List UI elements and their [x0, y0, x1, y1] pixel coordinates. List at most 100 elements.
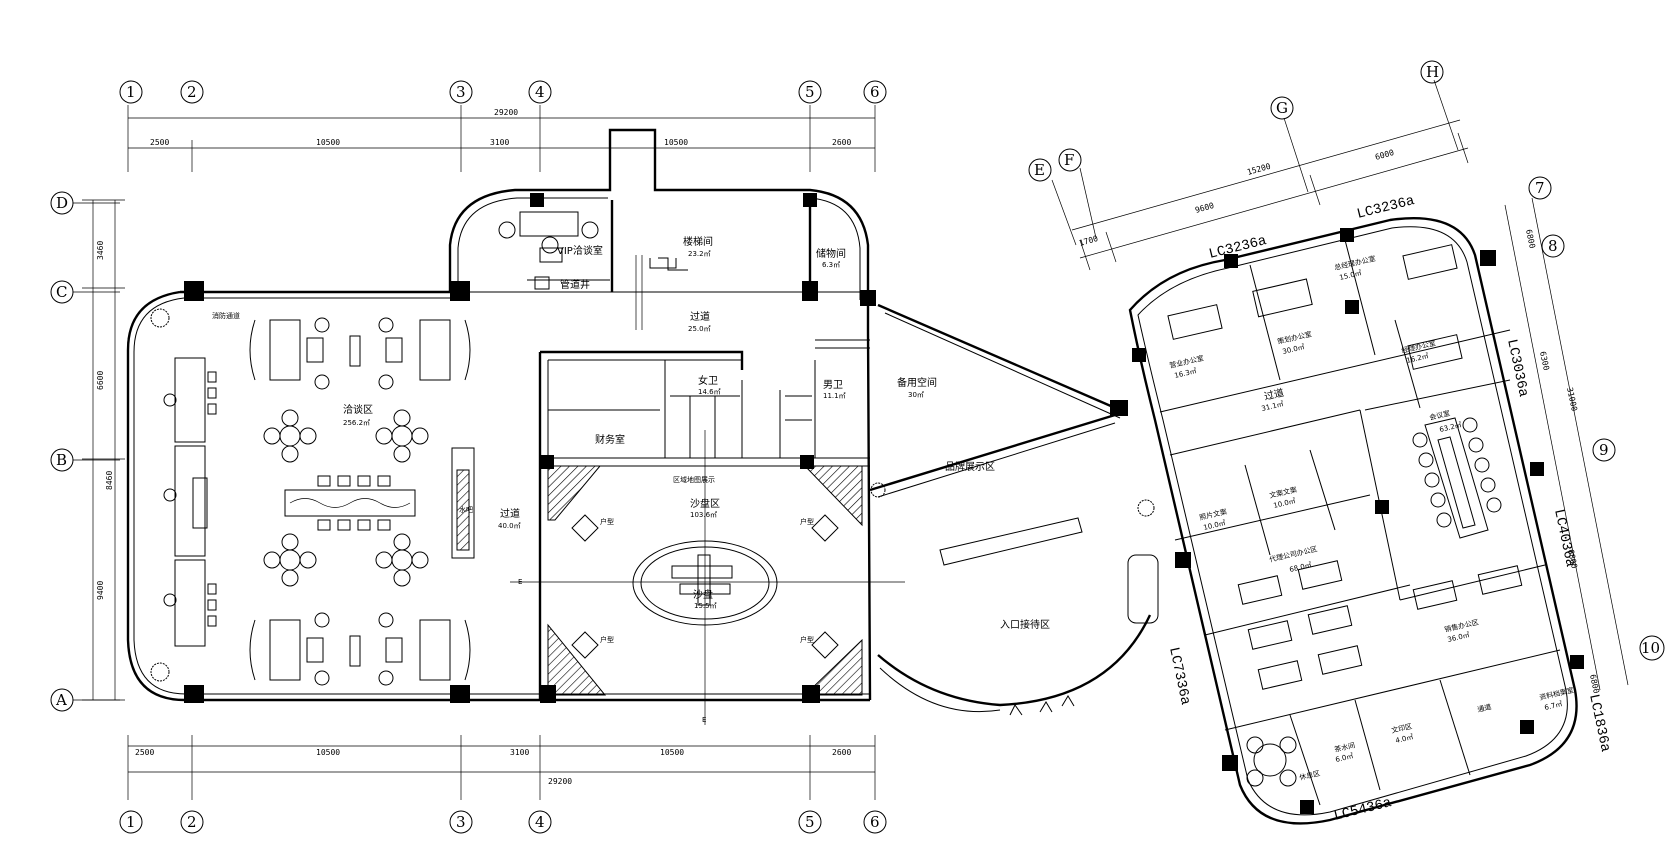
plan-office-label: 策划办公室 [1276, 329, 1312, 346]
room-female-area: 14.6㎡ [698, 388, 721, 396]
file-label: 资料档案室 [1538, 685, 1574, 702]
sand-table [571, 514, 839, 659]
room-spare-area: 30㎡ [908, 391, 924, 399]
window-tag-6: LC1836a [1585, 693, 1613, 754]
right-top-dim-4: 6000 [1374, 148, 1395, 162]
right-top-dim-1: 1700 [1078, 234, 1099, 248]
manager-office-label: 经理办公室 [1400, 338, 1436, 355]
stair-symbol [635, 255, 688, 330]
axis-D: D [56, 194, 68, 212]
window-tags: LC3236a LC3236a LC3036a LC4036a LC7336a … [1165, 193, 1613, 825]
room-talk-area: 256.2㎡ [343, 419, 370, 427]
tea-label: 茶水间 [1333, 740, 1355, 753]
axis-10: 10 [1641, 639, 1660, 657]
file-area: 6.7㎡ [1544, 700, 1563, 712]
hall-label: 过道 [1263, 386, 1285, 403]
lounge-label: 休息区 [1298, 768, 1320, 781]
bottom-total-dim: 29200 [548, 777, 572, 786]
top-dim-3: 3100 [490, 138, 509, 147]
agent-office-label: 代理公司办公区 [1268, 544, 1318, 564]
axis-2-top: 2 [187, 83, 197, 101]
top-dimension-chain: 29200 2500 10500 3100 10500 2600 [127, 105, 876, 172]
axis-7: 7 [1535, 179, 1545, 197]
window-tag-4: LC4036a [1550, 508, 1578, 569]
axis-6-top: 6 [870, 83, 880, 101]
archive-area: 10.0㎡ [1273, 497, 1297, 510]
gm-office-area: 15.0㎡ [1339, 269, 1363, 282]
axis-4-top: 4 [535, 83, 545, 101]
axis-5-bottom: 5 [805, 813, 815, 831]
left-dimension-chain: 3460 6600 8460 9400 [82, 199, 125, 701]
room-vip-label: VIP洽谈室 [557, 244, 603, 257]
bottom-dim-3: 3100 [510, 748, 529, 757]
plan-office-area: 30.0㎡ [1282, 343, 1306, 356]
gm-office-label: 总经理办公室 [1333, 254, 1376, 272]
axis-6-bottom: 6 [870, 813, 880, 831]
room-talk-label: 洽谈区 [343, 403, 373, 416]
channel-label: 通道 [1476, 702, 1492, 714]
left-dim-3: 8460 [105, 471, 114, 490]
axis-E: E [1034, 161, 1045, 179]
room-corridor-label: 过道 [690, 310, 710, 323]
axis-3-top: 3 [456, 83, 466, 101]
room-stair-area: 23.2㎡ [688, 250, 711, 258]
axis-8: 8 [1548, 237, 1558, 255]
room-storage-area: 6.3㎡ [822, 261, 840, 269]
axis-H: H [1426, 63, 1439, 81]
axis-bubbles-lettered: D C B A [50, 191, 120, 712]
photo-area: 10.0㎡ [1203, 519, 1227, 532]
sales-area-label: 销售办公区 [1443, 617, 1479, 634]
room-male-area: 11.1㎡ [823, 392, 846, 400]
left-dim-2: 6600 [96, 371, 105, 390]
vip-furniture [498, 211, 599, 290]
sales-area-area: 36.0㎡ [1447, 631, 1471, 644]
sandtable-area: 15.5㎡ [694, 602, 717, 610]
axis-3-bottom: 3 [456, 813, 466, 831]
axis-2-bottom: 2 [187, 813, 197, 831]
right-top-dim-2: 9600 [1194, 201, 1215, 215]
room-corridor-area: 25.0㎡ [688, 325, 711, 333]
bottom-dim-2: 10500 [316, 748, 340, 757]
tea-area: 6.0㎡ [1335, 752, 1354, 764]
sales-office-label: 营业办公室 [1168, 353, 1204, 370]
reception-label: 入口接待区 [1000, 618, 1050, 631]
agent-office-area: 68.0㎡ [1289, 561, 1313, 574]
right-side-dim-4: 6800 [1566, 549, 1579, 570]
brand-area-label: 品牌展示区 [945, 460, 995, 473]
talk-area-furniture [150, 308, 475, 686]
axis-4-bottom: 4 [535, 813, 545, 831]
axis-A: A [55, 691, 67, 709]
room-spare-label: 备用空间 [897, 376, 937, 389]
axis-1-bottom: 1 [126, 813, 136, 831]
room-sand-area: 103.6㎡ [690, 511, 717, 519]
huxing-3: 户型 [600, 635, 614, 644]
right-side-dim-1: 6800 [1524, 229, 1537, 250]
top-dim-5: 2600 [832, 138, 851, 147]
right-side-dim-3: 31000 [1565, 387, 1579, 413]
bottom-dim-4: 10500 [660, 748, 684, 757]
right-side-dim-2: 6300 [1538, 351, 1551, 372]
section-mark-bottom: E [702, 716, 706, 724]
axis-C: C [56, 283, 67, 301]
columns-left [184, 193, 876, 703]
section-mark-left: E [518, 578, 522, 586]
window-tag-5: LC7336a [1165, 646, 1193, 707]
axis-1-top: 1 [126, 83, 136, 101]
axis-F: F [1064, 151, 1074, 169]
axis-5-top: 5 [805, 83, 815, 101]
room-storage-label: 储物间 [816, 247, 846, 260]
huxing-2: 户型 [800, 517, 814, 526]
room-passage-area: 40.0㎡ [498, 522, 521, 530]
water-bar-label: 水吧 [459, 505, 473, 514]
axis-B: B [56, 451, 67, 469]
section-marks: E E [518, 578, 706, 724]
window-tag-3: LC3036a [1503, 338, 1531, 399]
sandtable-label: 沙盘 [693, 588, 713, 601]
right-building: 1700 9600 15200 6000 6800 6300 31000 680… [1028, 60, 1665, 825]
room-finance-label: 财务室 [595, 433, 625, 446]
sales-office-area: 16.3㎡ [1174, 367, 1198, 380]
region-show-label: 区域地图展示 [673, 475, 715, 484]
room-passage-label: 过道 [500, 507, 520, 520]
office-desks [1167, 244, 1523, 787]
